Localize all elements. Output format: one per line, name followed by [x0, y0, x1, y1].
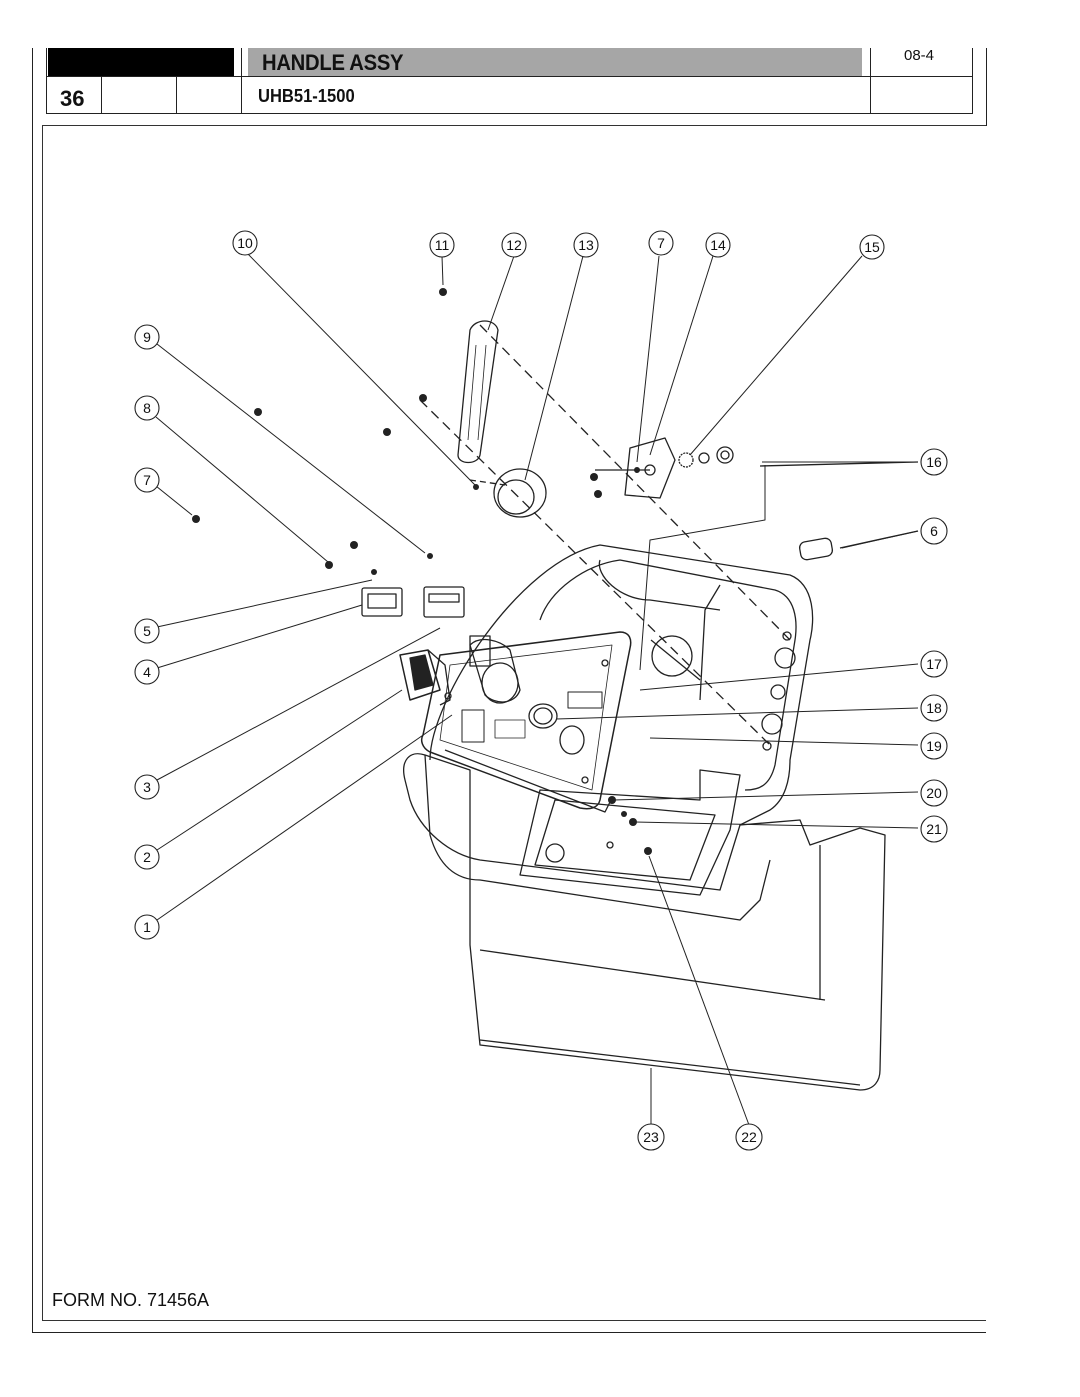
svg-text:3: 3 — [143, 779, 151, 795]
callout-bubbles: 10 11 12 13 7 14 15 9 8 7 16 6 5 4 17 18… — [134, 230, 948, 1151]
handle-grip-bracket — [457, 320, 499, 464]
header-right-border — [986, 48, 987, 126]
header-divider — [241, 48, 242, 114]
svg-text:21: 21 — [926, 821, 942, 837]
svg-text:1: 1 — [143, 919, 151, 935]
callout-11: 11 — [429, 232, 455, 258]
svg-text:2: 2 — [143, 849, 151, 865]
svg-text:20: 20 — [926, 785, 942, 801]
callout-14: 14 — [705, 232, 731, 258]
header-divider — [176, 76, 177, 114]
callout-5: 5 — [134, 618, 160, 644]
callout-17: 17 — [920, 650, 948, 678]
callout-9: 9 — [134, 324, 160, 350]
content-frame — [42, 125, 986, 1321]
outer-left-rule — [32, 48, 33, 1333]
handle-loop — [429, 544, 814, 826]
header-divider — [972, 48, 973, 114]
svg-text:5: 5 — [143, 623, 151, 639]
svg-text:17: 17 — [926, 656, 942, 672]
svg-text:8: 8 — [143, 400, 151, 416]
svg-text:11: 11 — [435, 237, 450, 253]
callout-7-left: 7 — [134, 467, 160, 493]
callout-13: 13 — [573, 232, 599, 258]
callout-16: 16 — [920, 448, 948, 476]
header-rule — [46, 76, 972, 77]
callout-1: 1 — [134, 914, 160, 940]
callout-2: 2 — [134, 844, 160, 870]
header-title-bar — [248, 48, 862, 76]
callout-22: 22 — [735, 1123, 763, 1151]
svg-text:16: 16 — [926, 454, 942, 470]
header-black-bar — [48, 48, 234, 76]
callout-21: 21 — [920, 815, 948, 843]
callout-23: 23 — [637, 1123, 665, 1151]
svg-text:7: 7 — [143, 472, 151, 488]
svg-text:10: 10 — [237, 235, 253, 251]
header-divider — [870, 48, 871, 114]
callout-12: 12 — [501, 232, 527, 258]
form-number: FORM NO. 71456A — [52, 1290, 210, 1310]
svg-text:7: 7 — [657, 235, 665, 251]
callout-15: 15 — [859, 234, 885, 260]
callout-7-top: 7 — [648, 230, 674, 256]
svg-text:4: 4 — [143, 664, 151, 680]
callout-4: 4 — [134, 659, 160, 685]
svg-text:23: 23 — [643, 1129, 659, 1145]
revision-code: 08-4 — [904, 47, 935, 64]
header-divider — [101, 76, 102, 114]
page-number: 36 — [60, 86, 85, 111]
svg-text:13: 13 — [578, 237, 594, 253]
svg-text:18: 18 — [926, 700, 942, 716]
svg-text:6: 6 — [930, 523, 938, 539]
model-number: UHB51-1500 — [258, 86, 355, 106]
page-title: HANDLE ASSY — [262, 50, 404, 75]
svg-text:12: 12 — [506, 237, 522, 253]
control-panel — [420, 631, 632, 810]
callout-8: 8 — [134, 395, 160, 421]
svg-text:15: 15 — [864, 239, 880, 255]
callout-3: 3 — [134, 774, 160, 800]
callout-18: 18 — [920, 694, 948, 722]
svg-text:22: 22 — [741, 1129, 757, 1145]
handle-housing-lower — [403, 753, 886, 1091]
header-rule — [46, 113, 972, 114]
svg-text:14: 14 — [710, 237, 726, 253]
callout-19: 19 — [920, 732, 948, 760]
callout-10: 10 — [232, 230, 258, 256]
svg-text:9: 9 — [143, 329, 151, 345]
bottom-rule — [32, 1332, 986, 1333]
callout-20: 20 — [920, 779, 948, 807]
svg-text:19: 19 — [926, 738, 942, 754]
header-left-border — [46, 48, 47, 114]
callout-6: 6 — [920, 517, 948, 545]
